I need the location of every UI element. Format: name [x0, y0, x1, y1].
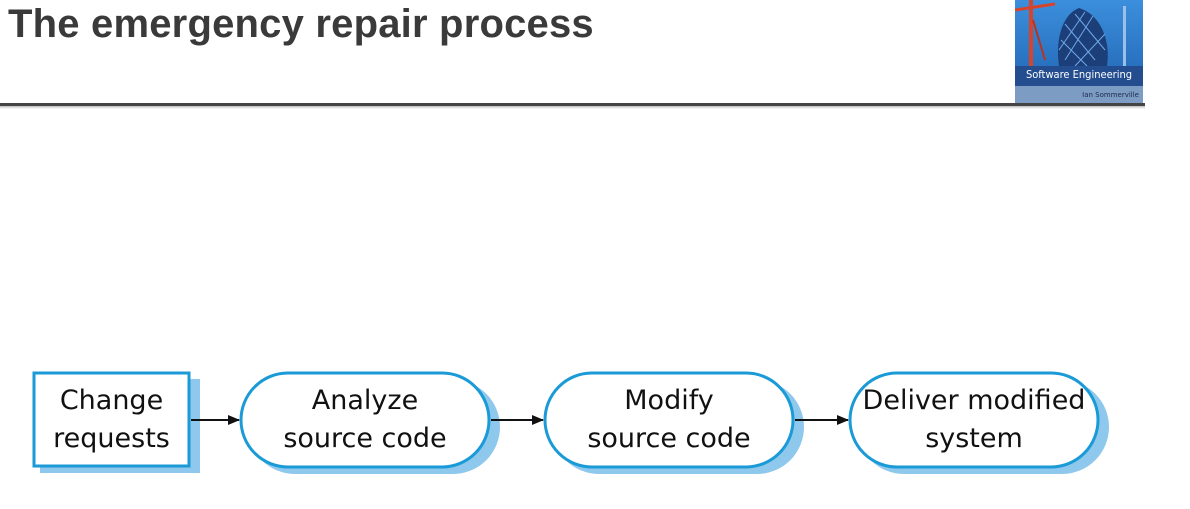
node-label-line: source code: [587, 423, 751, 454]
node-modify-source-code: [543, 371, 804, 474]
node-box: [543, 371, 795, 469]
book-cover-image: Software Engineering Ian Sommerville: [1015, 0, 1143, 106]
node-box: [848, 371, 1100, 469]
node-label-line: Deliver modified: [862, 385, 1086, 416]
node-change-requests: [32, 371, 200, 473]
book-cover-title: Software Engineering: [1025, 68, 1133, 81]
node-label-modify-source-code: Modify source code: [545, 373, 793, 467]
title-divider: [0, 103, 1145, 106]
node-label-line: system: [925, 423, 1023, 454]
slide-title: The emergency repair process: [8, 2, 594, 46]
node-box: [32, 371, 191, 468]
node-label-line: source code: [283, 423, 447, 454]
node-label-line: Modify: [624, 385, 714, 416]
title-divider-shadow: [0, 106, 1145, 109]
book-cover-art: [1015, 0, 1143, 106]
node-label-deliver-modified-system: Deliver modified system: [850, 373, 1098, 467]
node-label-line: requests: [53, 422, 170, 454]
node-analyze-source-code: [239, 371, 500, 474]
node-box: [239, 371, 491, 469]
node-label-analyze-source-code: Analyze source code: [241, 373, 489, 467]
node-label-line: Change: [59, 384, 164, 416]
node-label-line: Analyze: [311, 385, 419, 416]
node-deliver-modified-system: [848, 371, 1109, 474]
node-label-change-requests: Change requests: [34, 373, 189, 466]
book-cover-author: Ian Sommerville: [1082, 91, 1139, 99]
